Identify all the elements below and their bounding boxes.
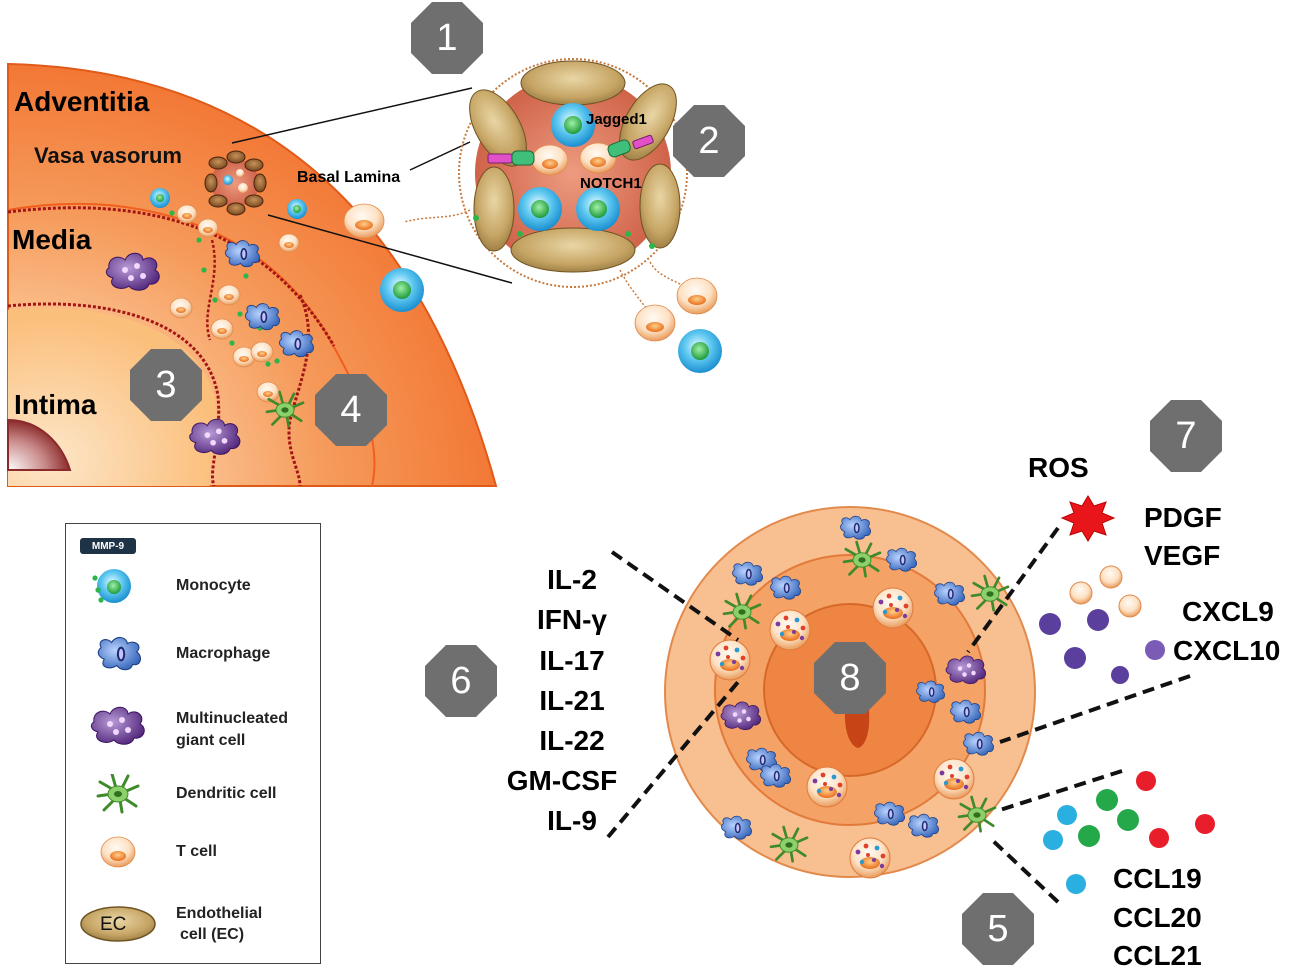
- legend-row-endothelial: EC Endothelial cell (EC): [66, 902, 322, 943]
- cytokine-il17: IL-17: [539, 645, 605, 676]
- t-cell-icon: [100, 836, 136, 868]
- legend-label-dendritic: Dendritic cell: [176, 785, 277, 802]
- step-badge-3: 3: [130, 349, 202, 421]
- legend-row-macrophage: Macrophage: [66, 634, 322, 674]
- cytokine-il21: IL-21: [539, 685, 605, 716]
- step-badge-8: 8: [814, 642, 886, 714]
- legend-label-macrophage: Macrophage: [176, 645, 271, 662]
- step-badge-7: 7: [1150, 400, 1222, 472]
- step-badge-6: 6: [425, 645, 497, 717]
- legend-row-dendritic: Dendritic cell: [66, 774, 322, 814]
- step-badge-1: 1: [411, 2, 483, 74]
- dendritic-cell-icon: [96, 774, 140, 814]
- step-badge-4: 4: [315, 374, 387, 446]
- vasa-vasorum-zoom: [403, 58, 722, 373]
- legend-label-monocyte: Monocyte: [176, 577, 251, 594]
- wall-monocytes: [150, 188, 424, 312]
- label-ccl20: CCL20: [1113, 902, 1202, 933]
- legend-row-monocyte: Monocyte: [66, 566, 322, 606]
- zoom-connector-lines: [231, 87, 513, 284]
- label-ros: ROS: [1028, 452, 1089, 483]
- label-basal-lamina: Basal Lamina: [297, 169, 401, 186]
- ros-star: [1060, 495, 1116, 542]
- legend-label-ec-line1: Endothelial: [176, 905, 263, 922]
- legend-label-giant-line2: giant cell: [176, 732, 246, 749]
- legend-label-giant-line1: Multinucleated: [176, 710, 289, 727]
- wall-tcells: [169, 203, 385, 403]
- legend-row-giant-cell: Multinucleated giant cell: [66, 704, 322, 749]
- artery-wall-sector: [7, 62, 498, 487]
- monocyte-icon: [92, 569, 131, 603]
- label-adventitia: Adventitia: [14, 86, 150, 117]
- label-intima: Intima: [14, 389, 97, 420]
- cytokine-il9: IL-9: [547, 805, 597, 836]
- label-ccl19: CCL19: [1113, 863, 1202, 894]
- label-vasa-vasorum: Vasa vasorum: [34, 143, 182, 168]
- leader-lines: [606, 526, 1191, 904]
- legend-ec-icon-text: EC: [100, 914, 127, 935]
- label-media: Media: [12, 224, 92, 255]
- endothelial-cell-icon: [80, 906, 156, 942]
- growth-factor-dots: [1039, 565, 1165, 684]
- label-ccl21: CCL21: [1113, 940, 1202, 971]
- label-vegf: VEGF: [1144, 540, 1221, 571]
- giant-cell-icon: [90, 706, 145, 745]
- macrophage-icon: [97, 636, 141, 671]
- legend-mmp9-tag: MMP-9: [80, 538, 136, 554]
- step-badge-5: 5: [962, 893, 1034, 965]
- cytokine-il22: IL-22: [539, 725, 605, 756]
- label-jagged1: Jagged1: [586, 111, 647, 128]
- legend-box: MMP-9 Monocyte Macrophage Multinucleated…: [65, 523, 321, 964]
- cytokine-ifng: IFN-γ: [537, 604, 607, 635]
- label-cxcl9: CXCL9: [1182, 596, 1274, 627]
- step-badge-2: 2: [673, 105, 745, 177]
- chemokine-dots: [1043, 771, 1215, 894]
- vasa-vasorum-small: [204, 150, 267, 216]
- label-cxcl10: CXCL10: [1173, 635, 1281, 666]
- label-pdgf: PDGF: [1144, 502, 1222, 533]
- legend-row-tcell: T cell: [66, 832, 322, 872]
- cytokine-gmcsf: GM-CSF: [506, 765, 618, 796]
- legend-label-ec-line2: cell (EC): [180, 926, 245, 943]
- legend-label-tcell: T cell: [176, 843, 217, 860]
- label-notch1: NOTCH1: [580, 175, 642, 192]
- cytokine-il2: IL-2: [547, 564, 597, 595]
